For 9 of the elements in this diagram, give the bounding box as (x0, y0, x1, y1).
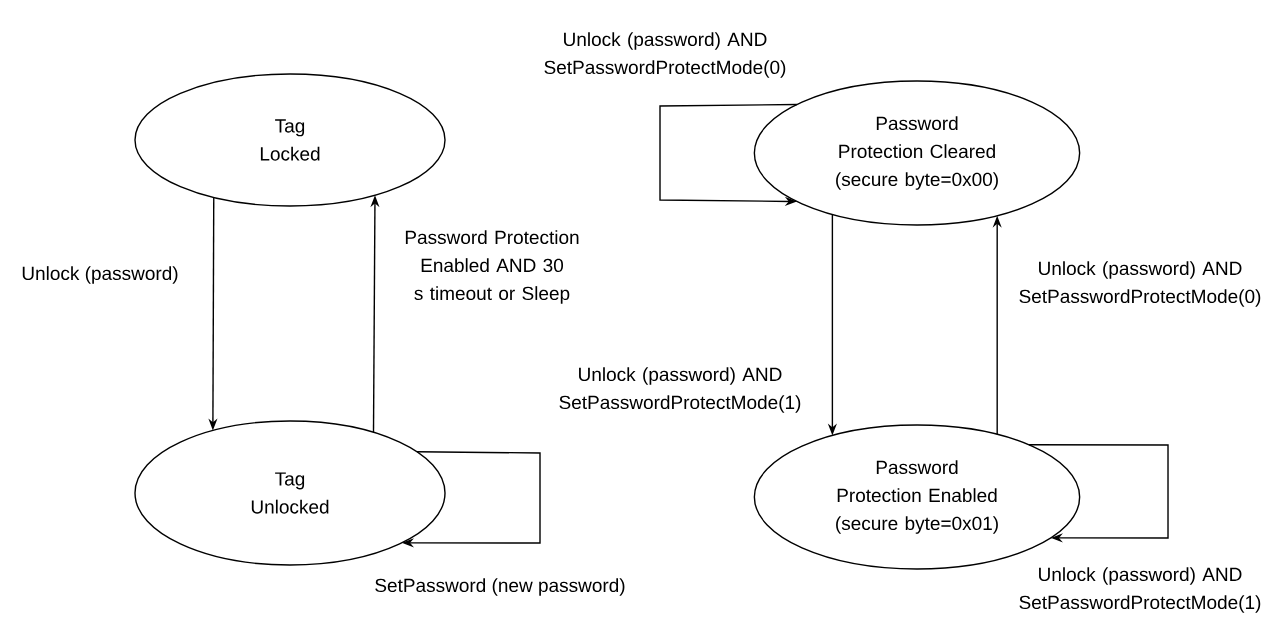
edge-label: Unlock (password) AND SetPasswordProtectMode(1) (559, 367, 801, 413)
arrow (1028, 444, 1169, 543)
edge-label: Unlock (password) AND SetPasswordProtectMode(0) (1019, 261, 1261, 307)
edge-label: Unlock (password) AND SetPasswordProtectMode(0) (544, 32, 786, 78)
edge-label: Unlock (password) (22, 266, 178, 284)
edge-label: Unlock (password) AND SetPasswordProtectMode(1) (1019, 567, 1261, 613)
edge-label: Password Protection Enabled AND 30 s timeout or Sleep (405, 230, 579, 304)
edge-label: SetPassword (new password) (375, 578, 625, 596)
arrow (659, 103, 798, 206)
